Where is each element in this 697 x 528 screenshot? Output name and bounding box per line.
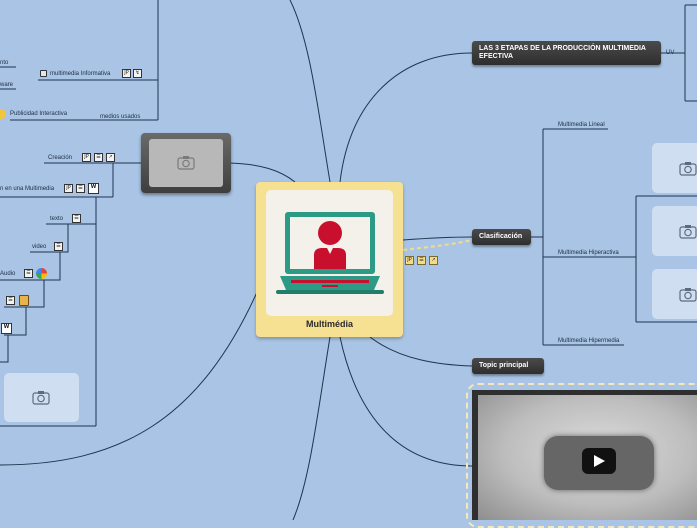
label-multimedia-hiperactiva: Multimedia Hiperactiva: [558, 250, 619, 256]
wikipedia-icon[interactable]: W: [88, 183, 99, 194]
archive-icon[interactable]: [19, 295, 29, 306]
checkbox-informativa[interactable]: [40, 70, 47, 77]
person-icon: [314, 221, 346, 269]
link-icon[interactable]: ↗: [429, 256, 438, 265]
central-topic[interactable]: Multimédia: [256, 182, 403, 337]
topic-principal[interactable]: Topic principal: [472, 358, 544, 374]
central-image: [266, 190, 393, 316]
label-ware: ware: [0, 82, 14, 88]
jp-badge-icon[interactable]: JP: [122, 69, 131, 78]
image-placeholder-right-3[interactable]: [652, 269, 697, 319]
note-icon[interactable]: ☰: [76, 184, 85, 193]
label-multimedia-lineal: Multimedia Lineal: [558, 122, 605, 128]
wikipedia-icon[interactable]: W: [1, 323, 12, 334]
central-title: Multimédia: [305, 319, 353, 329]
camera-icon: [177, 156, 195, 170]
publicidad-icon: [0, 109, 6, 119]
link-icon[interactable]: ↗: [106, 153, 115, 162]
image-placeholder-left[interactable]: [4, 373, 79, 422]
label-texto: texto: [50, 216, 64, 222]
topic-etapas[interactable]: LAS 3 ETAPAS DE LA PRODUCCIÓN MULTIMEDIA…: [472, 41, 661, 65]
image-placeholder: [149, 139, 223, 187]
label-uv: UV: [666, 50, 675, 56]
laptop-icon: [276, 212, 384, 294]
label-medios-usados: medios usados: [100, 114, 141, 120]
label-creacion: Creación: [48, 155, 73, 161]
label-nto: nto: [0, 60, 9, 66]
topic-clasificacion[interactable]: Clasificación: [472, 229, 531, 245]
note-icon[interactable]: ☰: [417, 256, 426, 265]
jp-badge-icon[interactable]: JP: [82, 153, 91, 162]
note-icon[interactable]: ☰: [24, 269, 33, 278]
label-video: video: [32, 244, 47, 250]
note-icon[interactable]: ☰: [6, 296, 15, 305]
jp-badge-icon[interactable]: JP: [64, 184, 73, 193]
camera-icon: [679, 288, 697, 302]
label-en-una-multimedia: n en una Multimedia: [0, 186, 55, 192]
image-topic-left[interactable]: [141, 133, 231, 193]
label-multimedia-hipermedia: Multimedia Hipermedia: [558, 338, 620, 344]
camera-icon: [32, 391, 50, 405]
jp-badge-icon[interactable]: JP: [405, 256, 414, 265]
google-icon[interactable]: [36, 268, 47, 279]
play-button[interactable]: [582, 448, 616, 474]
link-icon[interactable]: ↯: [133, 69, 142, 78]
camera-icon: [679, 162, 697, 176]
play-icon: [594, 455, 605, 467]
video-embed[interactable]: [472, 390, 697, 520]
note-icon[interactable]: ☰: [54, 242, 63, 251]
note-icon[interactable]: ☰: [94, 153, 103, 162]
note-icon[interactable]: ☰: [72, 214, 81, 223]
label-multimedia-informativa: multimedia Informativa: [50, 71, 111, 77]
image-placeholder-right-1[interactable]: [652, 143, 697, 193]
label-audio: Audio: [0, 271, 16, 277]
image-placeholder-right-2[interactable]: [652, 206, 697, 256]
camera-icon: [679, 225, 697, 239]
label-publicidad: Publicidad Interactiva: [10, 111, 68, 117]
